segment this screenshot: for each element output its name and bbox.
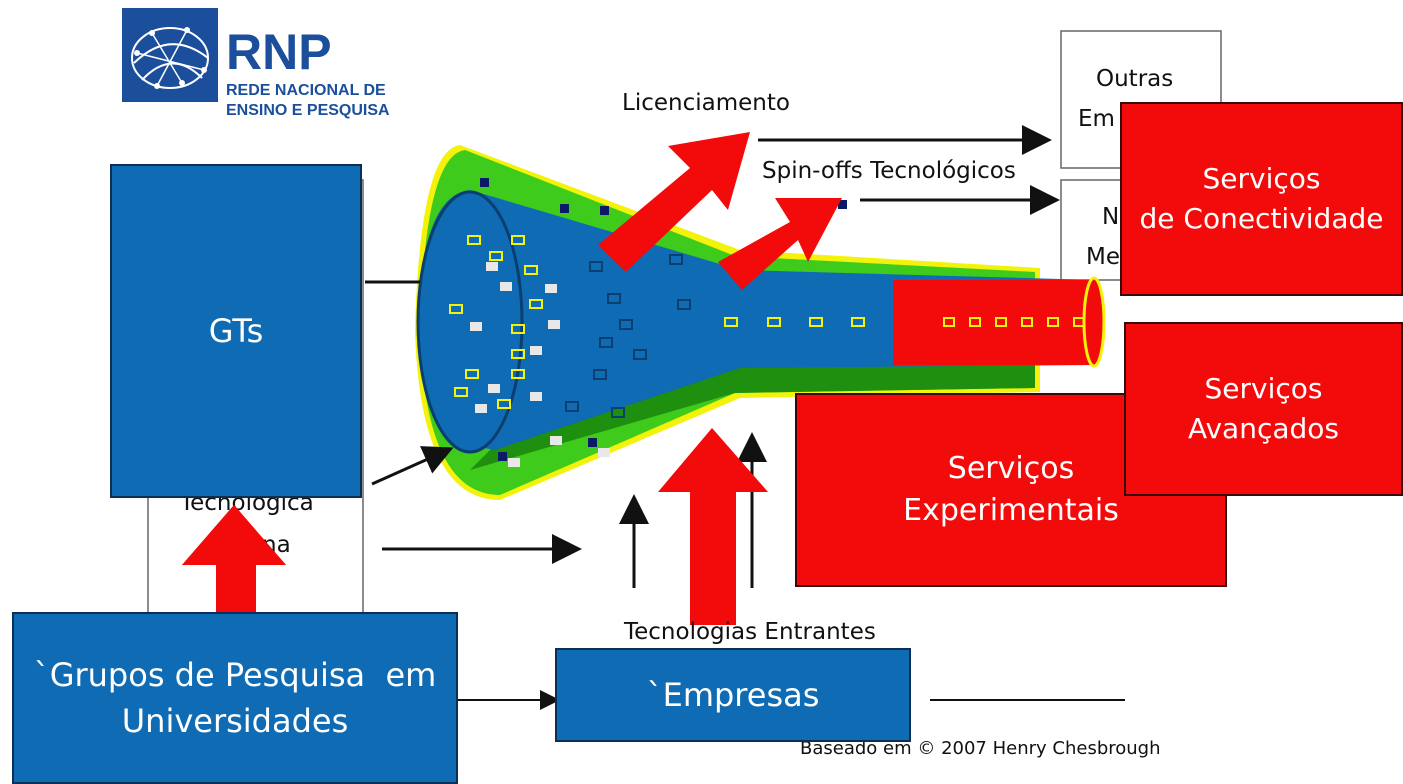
red-arrow-licenciamento: [598, 132, 750, 272]
red-arrow-up-empresas: [658, 428, 768, 625]
avancados-box: Serviços Avançados: [1124, 322, 1403, 496]
red-arrow-spinoffs: [718, 198, 842, 290]
label-credit: Baseado em © 2007 Henry Chesbrough: [800, 738, 1161, 759]
conectividade-line1: Serviços: [1202, 162, 1321, 195]
label-licenciamento: Licenciamento: [622, 90, 790, 116]
logo-line1: REDE NACIONAL DE: [226, 82, 386, 99]
gts-box: GTs: [110, 164, 362, 498]
funnel-squares-white: [470, 262, 610, 467]
tec-line2: na: [262, 532, 291, 558]
empresas-label: `Empresas: [646, 676, 820, 714]
funnel-squares: [449, 235, 1085, 409]
funnel-dots-navy: [480, 178, 847, 461]
label-tecnologias-entrantes: Tecnologias Entrantes: [624, 619, 876, 645]
logo-line2: ENSINO E PESQUISA: [226, 102, 390, 119]
avancados-line2: Avançados: [1187, 412, 1340, 445]
globe-network-icon: [122, 8, 218, 102]
grupos-box: `Grupos de Pesquisa em Universidades: [12, 612, 458, 784]
novos-line2: Me: [1086, 244, 1120, 270]
conectividade-box: Serviços de Conectividade: [1120, 102, 1403, 296]
empresas-box: `Empresas: [555, 648, 911, 742]
experimentais-line2: Experimentais: [903, 493, 1119, 528]
outras-line1: Outras: [1096, 66, 1174, 92]
funnel-blue: [418, 190, 1095, 450]
grupos-line2: Universidades: [121, 702, 349, 740]
funnel-red-end: [893, 280, 1093, 365]
funnel-squares-dark: [565, 254, 691, 418]
rnp-logo: RNP REDE NACIONAL DE ENSINO E PESQUISA: [122, 8, 422, 119]
conectividade-line2: de Conectividade: [1139, 202, 1384, 235]
avancados-line1: Serviços: [1204, 372, 1323, 405]
logo-acronym: RNP: [226, 24, 332, 80]
label-spinoffs: Spin-offs Tecnológicos: [762, 158, 1016, 184]
experimentais-line1: Serviços: [947, 451, 1075, 486]
grupos-line1: `Grupos de Pesquisa em: [33, 656, 437, 694]
gts-label: GTs: [208, 312, 264, 350]
outras-line2: Em: [1078, 106, 1115, 132]
novos-line1: N: [1102, 204, 1120, 230]
funnel-green-dark: [470, 360, 1035, 470]
